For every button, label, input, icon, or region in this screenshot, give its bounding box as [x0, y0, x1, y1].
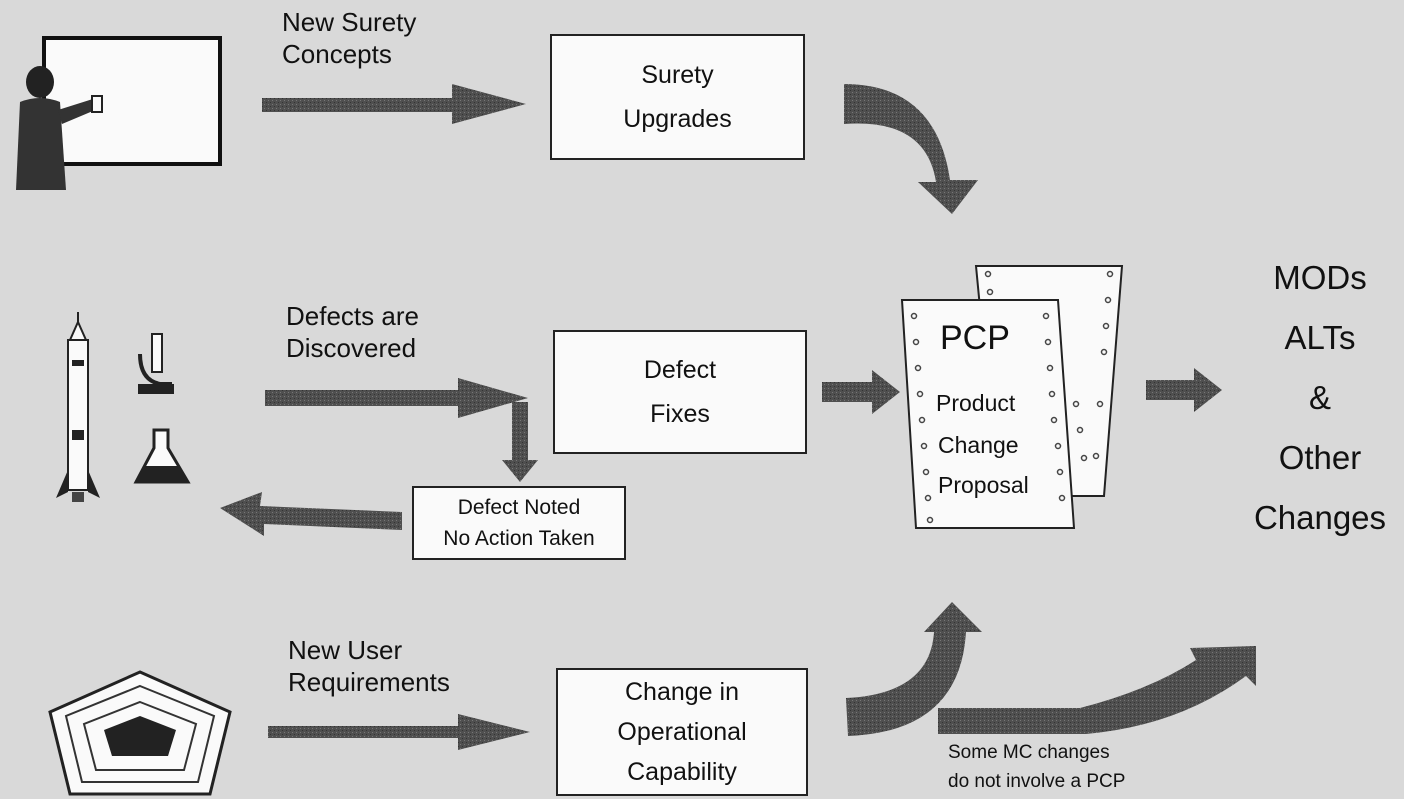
- arrow-pcp-to-outcome: [1146, 368, 1222, 412]
- label-new-user-requirements: New User Requirements: [288, 635, 450, 697]
- pcp-line-proposal: Proposal: [938, 472, 1029, 498]
- microscope-icon: [138, 333, 174, 394]
- outcome-alts: ALTs: [1284, 319, 1356, 356]
- pcp-line-product: Product: [936, 390, 1016, 416]
- pcp-paper-stack: [900, 265, 1124, 529]
- curved-arrow-upgrades-to-pcp: [844, 84, 978, 214]
- box-change-operational-capability: Change in Operational Capability: [556, 668, 808, 796]
- outcome-mods: MODs: [1273, 259, 1367, 296]
- arrow-user-to-change: [268, 714, 530, 750]
- pcp-line-change: Change: [938, 432, 1019, 458]
- arrow-fixes-to-pcp: [822, 370, 900, 414]
- curved-arrow-change-to-pcp: [846, 602, 982, 736]
- label-new-surety-concepts: New Surety Concepts: [282, 7, 417, 69]
- box-surety-upgrades: Surety Upgrades: [550, 34, 805, 160]
- box-defect-noted: Defect Noted No Action Taken: [412, 486, 626, 560]
- note-some-mc-changes: Some MC changes do not involve a PCP: [948, 742, 1126, 792]
- arrow-surety-to-upgrades: [262, 84, 526, 124]
- teacher-whiteboard-icon: [16, 36, 222, 190]
- pcp-acronym: PCP: [940, 319, 1010, 357]
- outcome-changes: Changes: [1253, 499, 1387, 536]
- rocket-icon: [56, 312, 100, 502]
- arrow-defects-to-fixes: [265, 378, 528, 418]
- label-defects-discovered: Defects are Discovered: [286, 301, 419, 363]
- outcome-other: Other: [1278, 439, 1362, 476]
- outcome-text: MODs ALTs & Other Changes: [1240, 248, 1400, 548]
- bypass-arrow-change-to-outcome: [938, 646, 1256, 734]
- pentagon-building-icon: [48, 670, 232, 796]
- outcome-ampersand: &: [1308, 379, 1331, 416]
- arrow-defects-down-to-noted: [502, 402, 538, 482]
- arrow-noted-back-to-source: [220, 492, 402, 536]
- flask-icon: [133, 428, 191, 484]
- box-defect-fixes: Defect Fixes: [553, 330, 807, 454]
